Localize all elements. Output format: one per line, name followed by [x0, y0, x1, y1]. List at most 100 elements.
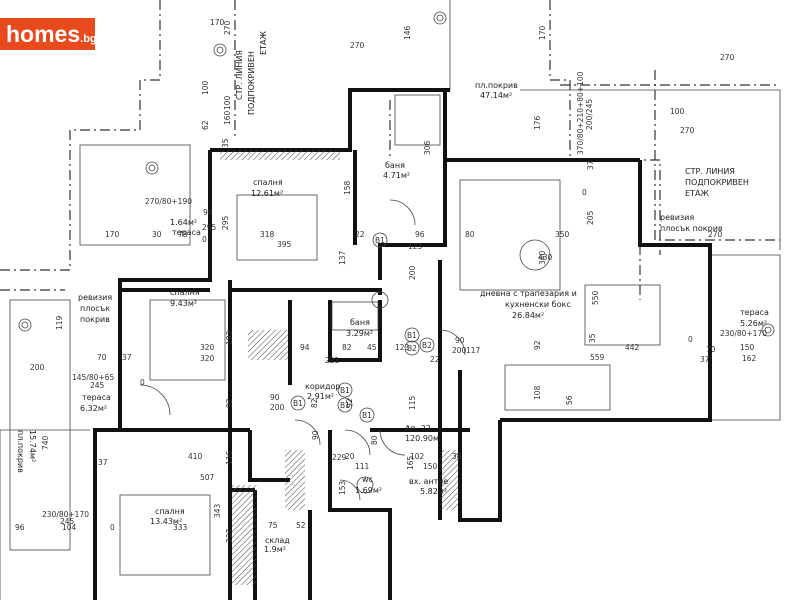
bedroom2-name: спалня [170, 288, 200, 297]
dim: 92 [345, 398, 354, 408]
dim: 100 [223, 95, 232, 110]
dim: 115 [408, 395, 417, 410]
dim: 200 [452, 346, 467, 355]
window-top-right2: 200/245 [585, 99, 594, 130]
dim: 0 [688, 335, 693, 344]
dim: 98 [203, 208, 213, 217]
dim: 245 [90, 381, 105, 390]
logo-text: homes [6, 21, 81, 47]
corridor-area: 2.91м² [307, 392, 334, 401]
dim: 221 [325, 356, 340, 365]
dim: 70 [97, 353, 107, 362]
storage-name: склад [265, 536, 290, 545]
dimension-labels: 270 100 100 160 62 35 170 146 170 176 10… [15, 18, 757, 543]
roof-top-name: пл.покрив [475, 81, 518, 90]
build-line-top-1: СТР. ЛИНИЯ [235, 50, 244, 100]
dim: 270 [680, 126, 695, 135]
dim: 559 [590, 353, 605, 362]
roof-left-area: 15.74м² [28, 430, 37, 462]
dim: 320 [200, 354, 215, 363]
bath1-area: 4.71м² [383, 171, 410, 180]
dim: 123 [395, 343, 410, 352]
entry-area: 5.82м² [420, 487, 447, 496]
entry-name: вх. антре [409, 477, 448, 486]
dim: 270 [350, 41, 365, 50]
dim: 442 [625, 343, 640, 352]
dim: 162 [742, 354, 757, 363]
dim: 119 [55, 315, 64, 330]
dim: 270 [708, 230, 723, 239]
dim: 37 [98, 458, 108, 467]
dim: 111 [355, 462, 370, 471]
dim: 158 [343, 180, 352, 195]
wc-area: 1.69м² [355, 486, 382, 495]
dim: 20 [345, 452, 355, 461]
bath-2-toilet [371, 291, 389, 309]
dim: 100 [201, 80, 210, 95]
living-line2: кухненски бокс [505, 300, 571, 309]
dim: 100 [670, 107, 685, 116]
marker-2: B1 [407, 331, 417, 340]
kitchen-counter [504, 364, 611, 411]
dim: 0 [140, 378, 145, 387]
dim: 320 [200, 343, 215, 352]
dim: 295 [221, 215, 230, 230]
dim: 430 [538, 253, 553, 262]
build-line-top-3: ЕТАЖ [259, 31, 268, 55]
dim: 165 [406, 455, 415, 470]
dim: 205 [586, 210, 595, 225]
terrace-w-area: 6.32м² [80, 404, 107, 413]
terrace-nw-name: тераса [172, 228, 201, 237]
sofa [459, 179, 561, 291]
dim: 30 [152, 230, 162, 239]
dim: 153 [338, 480, 347, 495]
marker-3: B2 [407, 344, 417, 353]
roof-left-name: пл.покрив [16, 430, 25, 473]
dim: 170 [538, 25, 547, 40]
dim: 176 [533, 115, 542, 130]
dim: 96 [15, 523, 25, 532]
dim: 37 [586, 160, 595, 170]
homes-logo[interactable]: homes.bg [0, 18, 97, 50]
dim: 170 [210, 18, 225, 27]
roof-top-area: 47.14м² [480, 91, 512, 100]
window-nw: 270/80+190 [145, 197, 192, 206]
wc-name: wc [362, 475, 373, 484]
window-sw: 230/80+170 [42, 510, 89, 519]
dim: 82 [342, 343, 352, 352]
bedroom2-area: 9.43м² [170, 299, 197, 308]
dim: 0 [110, 523, 115, 532]
bath1-name: баня [385, 161, 405, 170]
dim: 137 [338, 250, 347, 265]
bedroom3-name: спалня [155, 507, 185, 516]
living-line1: дневна с трапезария и [480, 289, 577, 298]
dim: 90 [455, 336, 465, 345]
terrace-e-area: 5.26м² [740, 319, 767, 328]
dim: 507 [200, 473, 215, 482]
dim: 270 [223, 20, 232, 35]
dim: 200 [408, 265, 417, 280]
dim: 170 [105, 230, 120, 239]
bath2-area: 3.29м² [346, 329, 373, 338]
dim: 37 [122, 353, 132, 362]
marker-4: B2 [422, 341, 432, 350]
terrace-e-name: тераса [740, 308, 769, 317]
dim: 227 [225, 528, 234, 543]
dim: 410 [188, 452, 203, 461]
dim: 82 [310, 398, 319, 408]
dim: 78 [178, 230, 188, 239]
build-line-right-2: ПОДПОКРИВЕН [685, 178, 749, 187]
dim: 70 [706, 345, 716, 354]
dim: 270 [720, 53, 735, 62]
wc-toilet [356, 476, 374, 494]
dim: 550 [591, 290, 600, 305]
dim: 62 [201, 120, 210, 130]
dim: 395 [277, 240, 292, 249]
bath-1-shower [394, 94, 441, 146]
dim: 150 [740, 343, 755, 352]
dim: 306 [423, 140, 432, 155]
bed-3 [119, 494, 211, 576]
bath2-name: баня [350, 318, 370, 327]
dim: 102 [410, 452, 425, 461]
dim: 56 [565, 395, 574, 405]
